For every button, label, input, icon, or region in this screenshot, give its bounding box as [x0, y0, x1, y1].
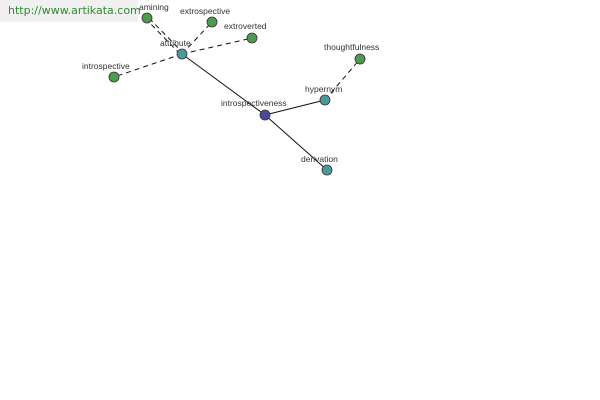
node-label-thoughtfulness: thoughtfulness: [324, 42, 379, 52]
node-circle-derivation[interactable]: [321, 164, 333, 176]
node-circle-extrospective[interactable]: [206, 16, 218, 28]
site-url-link[interactable]: http://www.artikata.com: [8, 4, 141, 17]
node-attribute[interactable]: attribute: [160, 38, 191, 60]
node-label-introspectiveness: introspectiveness: [221, 98, 287, 108]
node-circle-attribute[interactable]: [176, 48, 188, 60]
node-label-amining: amining: [139, 2, 169, 12]
edge-introspectiveness-hypernym: [264, 99, 326, 116]
edge-attribute-amining-b: [148, 17, 185, 55]
node-hypernym[interactable]: hypernym: [305, 84, 342, 106]
node-circle-hypernym[interactable]: [319, 94, 331, 106]
node-circle-introspective[interactable]: [108, 71, 120, 83]
node-circle-amining[interactable]: [141, 12, 153, 24]
url-banner: http://www.artikata.com: [0, 0, 141, 22]
edge-attribute-extrospective: [181, 21, 213, 55]
node-circle-extroverted[interactable]: [246, 32, 258, 44]
edge-attribute-amining-a: [144, 17, 181, 55]
node-amining[interactable]: amining: [139, 2, 169, 24]
node-label-derivation: derivation: [301, 154, 338, 164]
node-extroverted[interactable]: extroverted: [224, 21, 267, 44]
node-thoughtfulness[interactable]: thoughtfulness: [324, 42, 379, 65]
edge-attribute-extroverted: [181, 37, 253, 55]
edge-attribute-introspective: [113, 53, 183, 78]
node-introspective[interactable]: introspective: [82, 61, 130, 83]
node-circle-introspectiveness[interactable]: [259, 109, 271, 121]
graph-nodes: introspectiveness attribute hypernym deriva…: [82, 2, 379, 176]
node-introspectiveness[interactable]: introspectiveness: [221, 98, 287, 121]
node-derivation[interactable]: derivation: [301, 154, 338, 176]
node-label-extrospective: extrospective: [180, 6, 230, 16]
node-circle-thoughtfulness[interactable]: [354, 53, 366, 65]
node-label-attribute: attribute: [160, 38, 191, 48]
graph-edges: [113, 17, 361, 171]
node-label-introspective: introspective: [82, 61, 130, 71]
node-label-hypernym: hypernym: [305, 84, 342, 94]
edge-introspectiveness-attribute: [181, 53, 266, 116]
node-extrospective[interactable]: extrospective: [180, 6, 230, 28]
node-label-extroverted: extroverted: [224, 21, 267, 31]
edge-introspectiveness-derivation: [264, 114, 328, 171]
